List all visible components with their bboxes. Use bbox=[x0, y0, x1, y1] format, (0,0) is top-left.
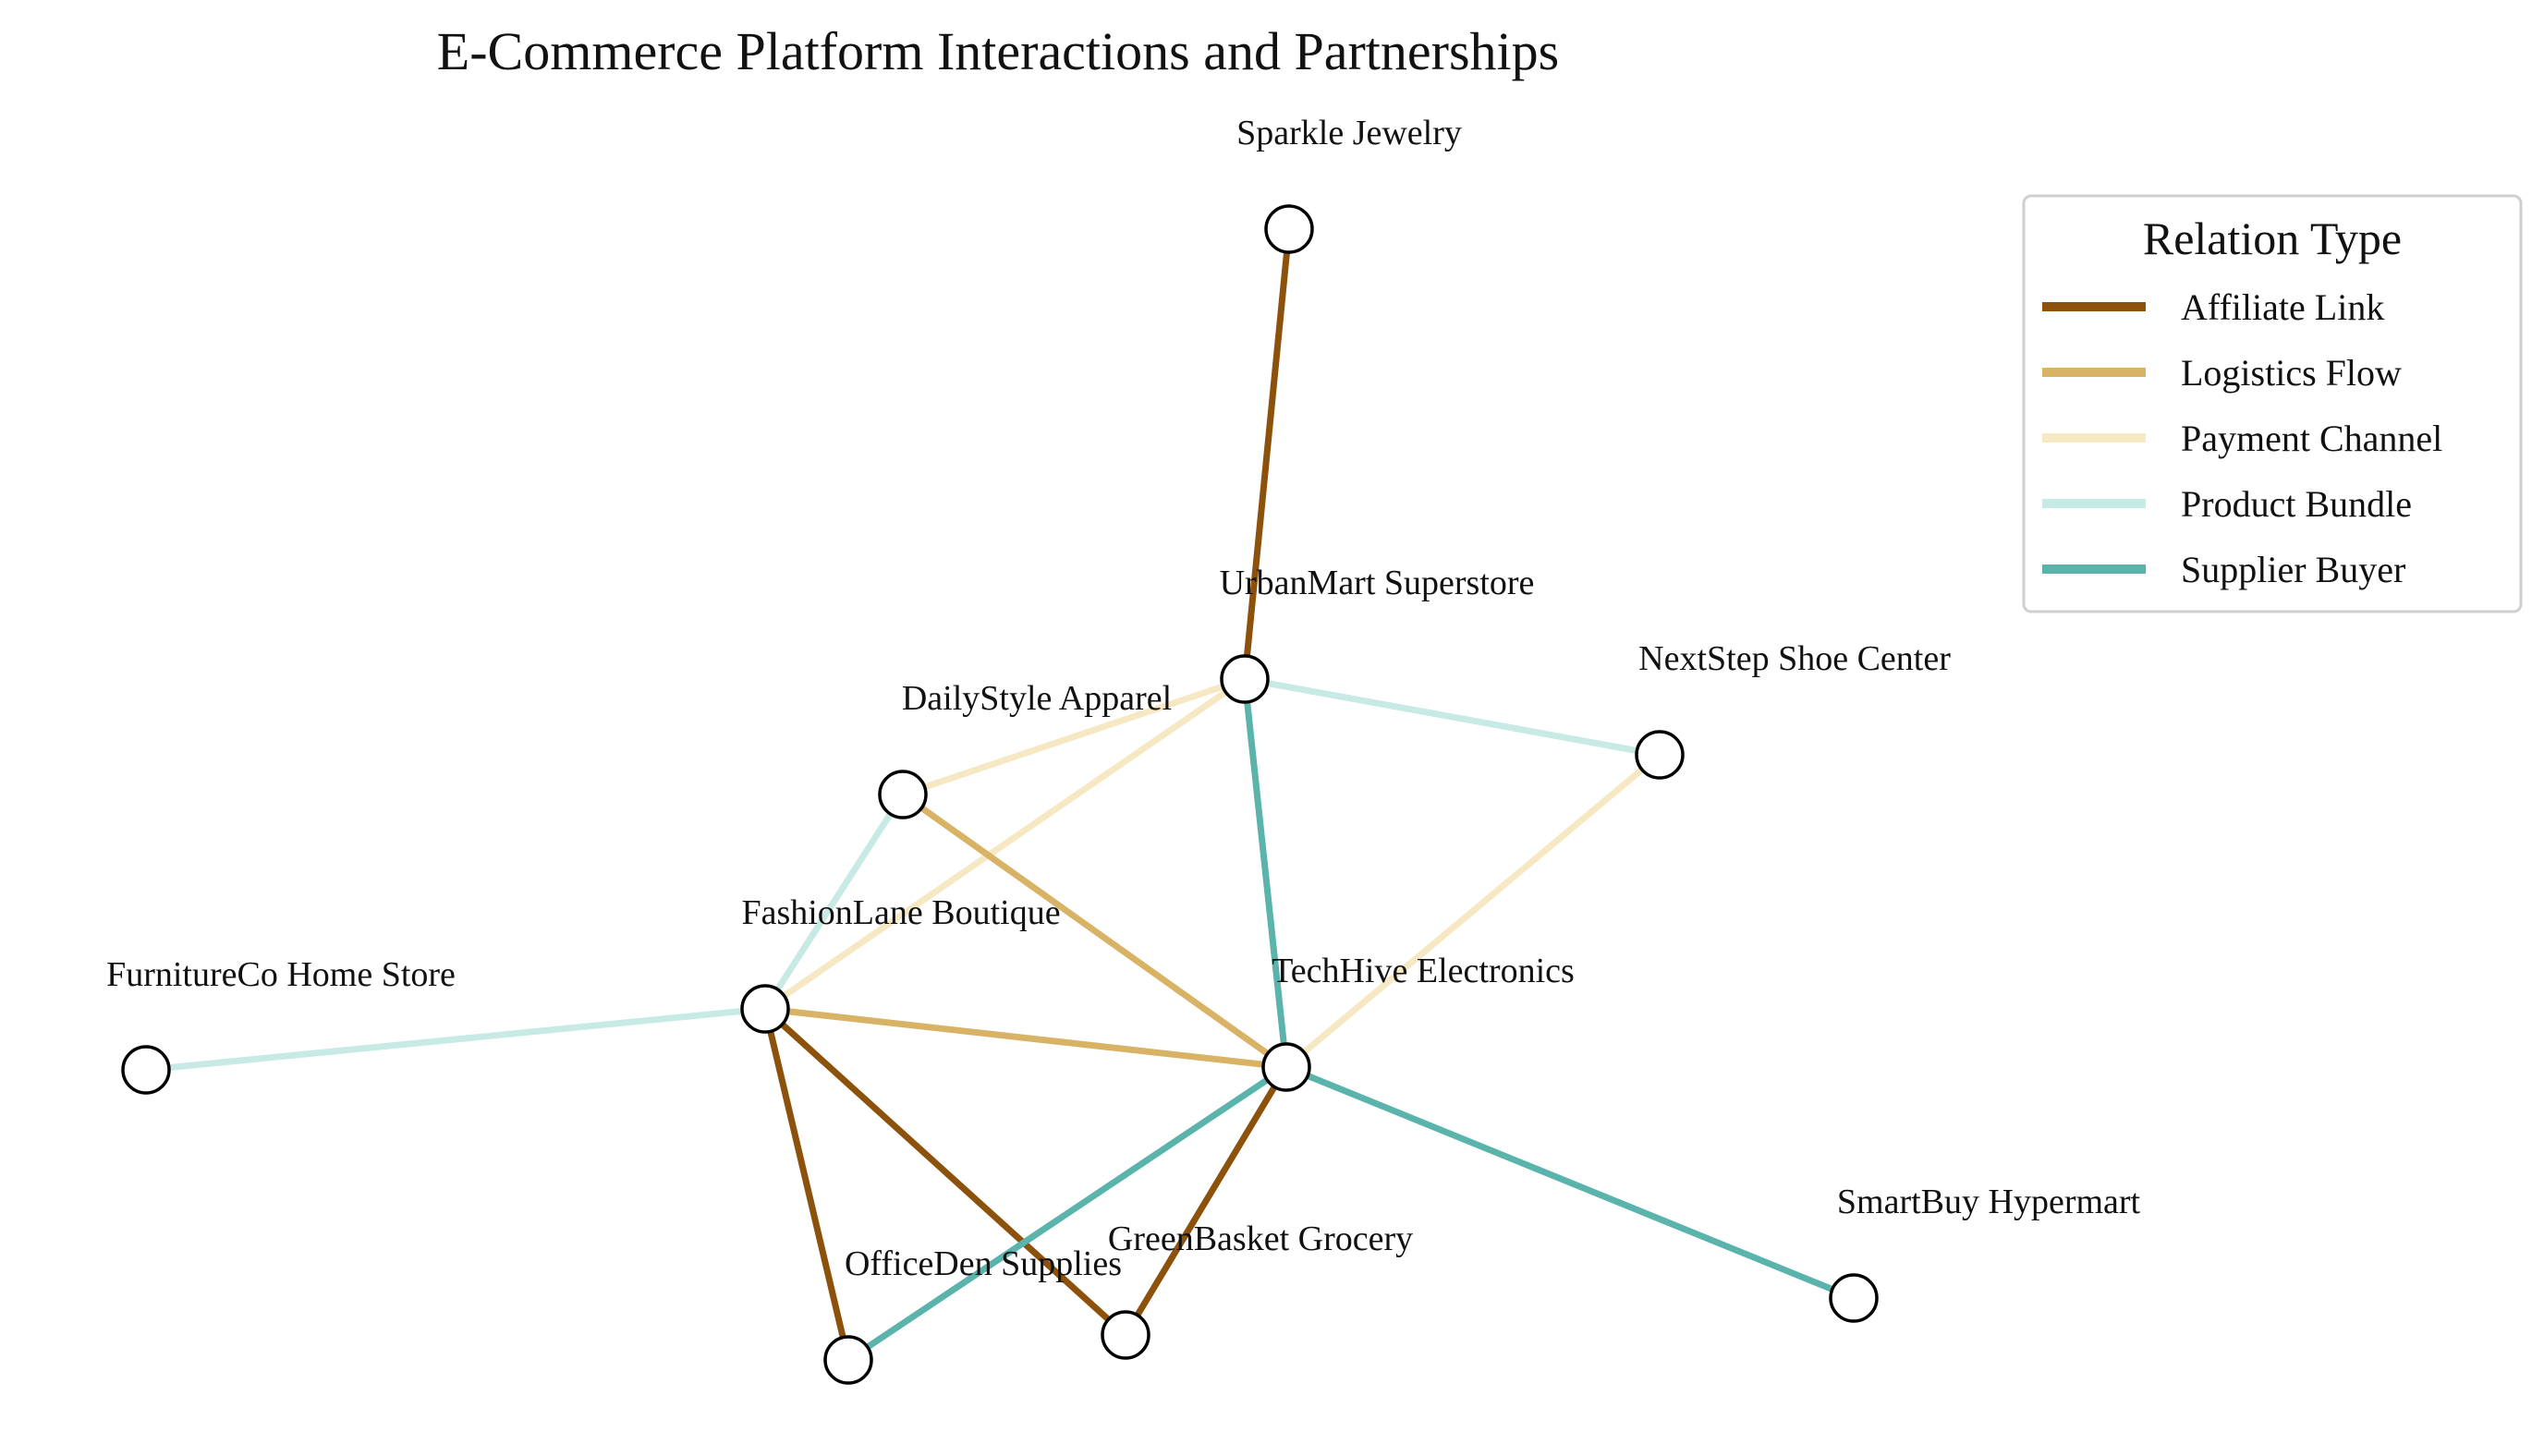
node-furniture[interactable] bbox=[121, 1045, 171, 1095]
node-officeden[interactable] bbox=[823, 1335, 873, 1385]
edge-techhive-officeden bbox=[846, 1064, 1288, 1363]
edge-dailystyle-techhive bbox=[900, 792, 1289, 1070]
node-label-nextstep: NextStep Shoe Center bbox=[1638, 639, 1951, 678]
edge-nextstep-techhive bbox=[1284, 752, 1662, 1070]
legend-label-product-bundle: Product Bundle bbox=[2181, 483, 2412, 525]
edge-fashionlane-officeden bbox=[761, 1008, 852, 1361]
legend-title: Relation Type bbox=[2143, 212, 2402, 264]
edge-techhive-smartbuy bbox=[1284, 1063, 1856, 1302]
node-techhive[interactable] bbox=[1261, 1042, 1311, 1092]
node-label-greenbasket: GreenBasket Grocery bbox=[1108, 1219, 1413, 1258]
node-dailystyle[interactable] bbox=[878, 770, 928, 819]
node-label-urbanmart: UrbanMart Superstore bbox=[1220, 564, 1535, 602]
diagram-title: E-Commerce Platform Interactions and Par… bbox=[437, 21, 1559, 81]
nodes-layer bbox=[121, 204, 1879, 1385]
legend-label-affiliate-link: Affiliate Link bbox=[2181, 286, 2384, 328]
legend-label-payment-channel: Payment Channel bbox=[2181, 418, 2442, 459]
legend-label-supplier-buyer: Supplier Buyer bbox=[2181, 549, 2405, 590]
edge-dailystyle-fashionlane bbox=[762, 793, 906, 1011]
node-nextstep[interactable] bbox=[1635, 730, 1685, 780]
node-smartbuy[interactable] bbox=[1829, 1273, 1879, 1323]
edge-fashionlane-furniture bbox=[145, 1005, 766, 1074]
node-label-sparkle: Sparkle Jewelry bbox=[1236, 114, 1462, 152]
node-label-smartbuy: SmartBuy Hypermart bbox=[1837, 1183, 2141, 1221]
node-label-furniture: FurnitureCo Home Store bbox=[106, 955, 456, 994]
node-fashionlane[interactable] bbox=[740, 984, 790, 1034]
edges-layer bbox=[145, 228, 1856, 1363]
node-label-officeden: OfficeDen Supplies bbox=[845, 1244, 1122, 1283]
edge-urbanmart-fashionlane bbox=[763, 676, 1247, 1012]
node-greenbasket[interactable] bbox=[1101, 1310, 1150, 1360]
node-label-dailystyle: DailyStyle Apparel bbox=[902, 679, 1172, 718]
edge-fashionlane-techhive bbox=[764, 1005, 1287, 1071]
edge-techhive-greenbasket bbox=[1122, 1065, 1290, 1337]
legend-frame bbox=[2022, 194, 2523, 613]
node-urbanmart[interactable] bbox=[1220, 654, 1270, 704]
edge-fashionlane-greenbasket bbox=[762, 1006, 1128, 1338]
edge-urbanmart-dailystyle bbox=[901, 675, 1247, 798]
legend-label-logistics-flow: Logistics Flow bbox=[2181, 352, 2402, 394]
node-label-fashionlane: FashionLane Boutique bbox=[741, 893, 1060, 932]
edge-sparkle-urbanmart bbox=[1241, 228, 1293, 680]
edge-urbanmart-techhive bbox=[1241, 678, 1290, 1068]
edge-urbanmart-nextstep bbox=[1244, 675, 1661, 758]
node-label-techhive: TechHive Electronics bbox=[1272, 952, 1575, 990]
node-sparkle[interactable] bbox=[1264, 204, 1314, 254]
